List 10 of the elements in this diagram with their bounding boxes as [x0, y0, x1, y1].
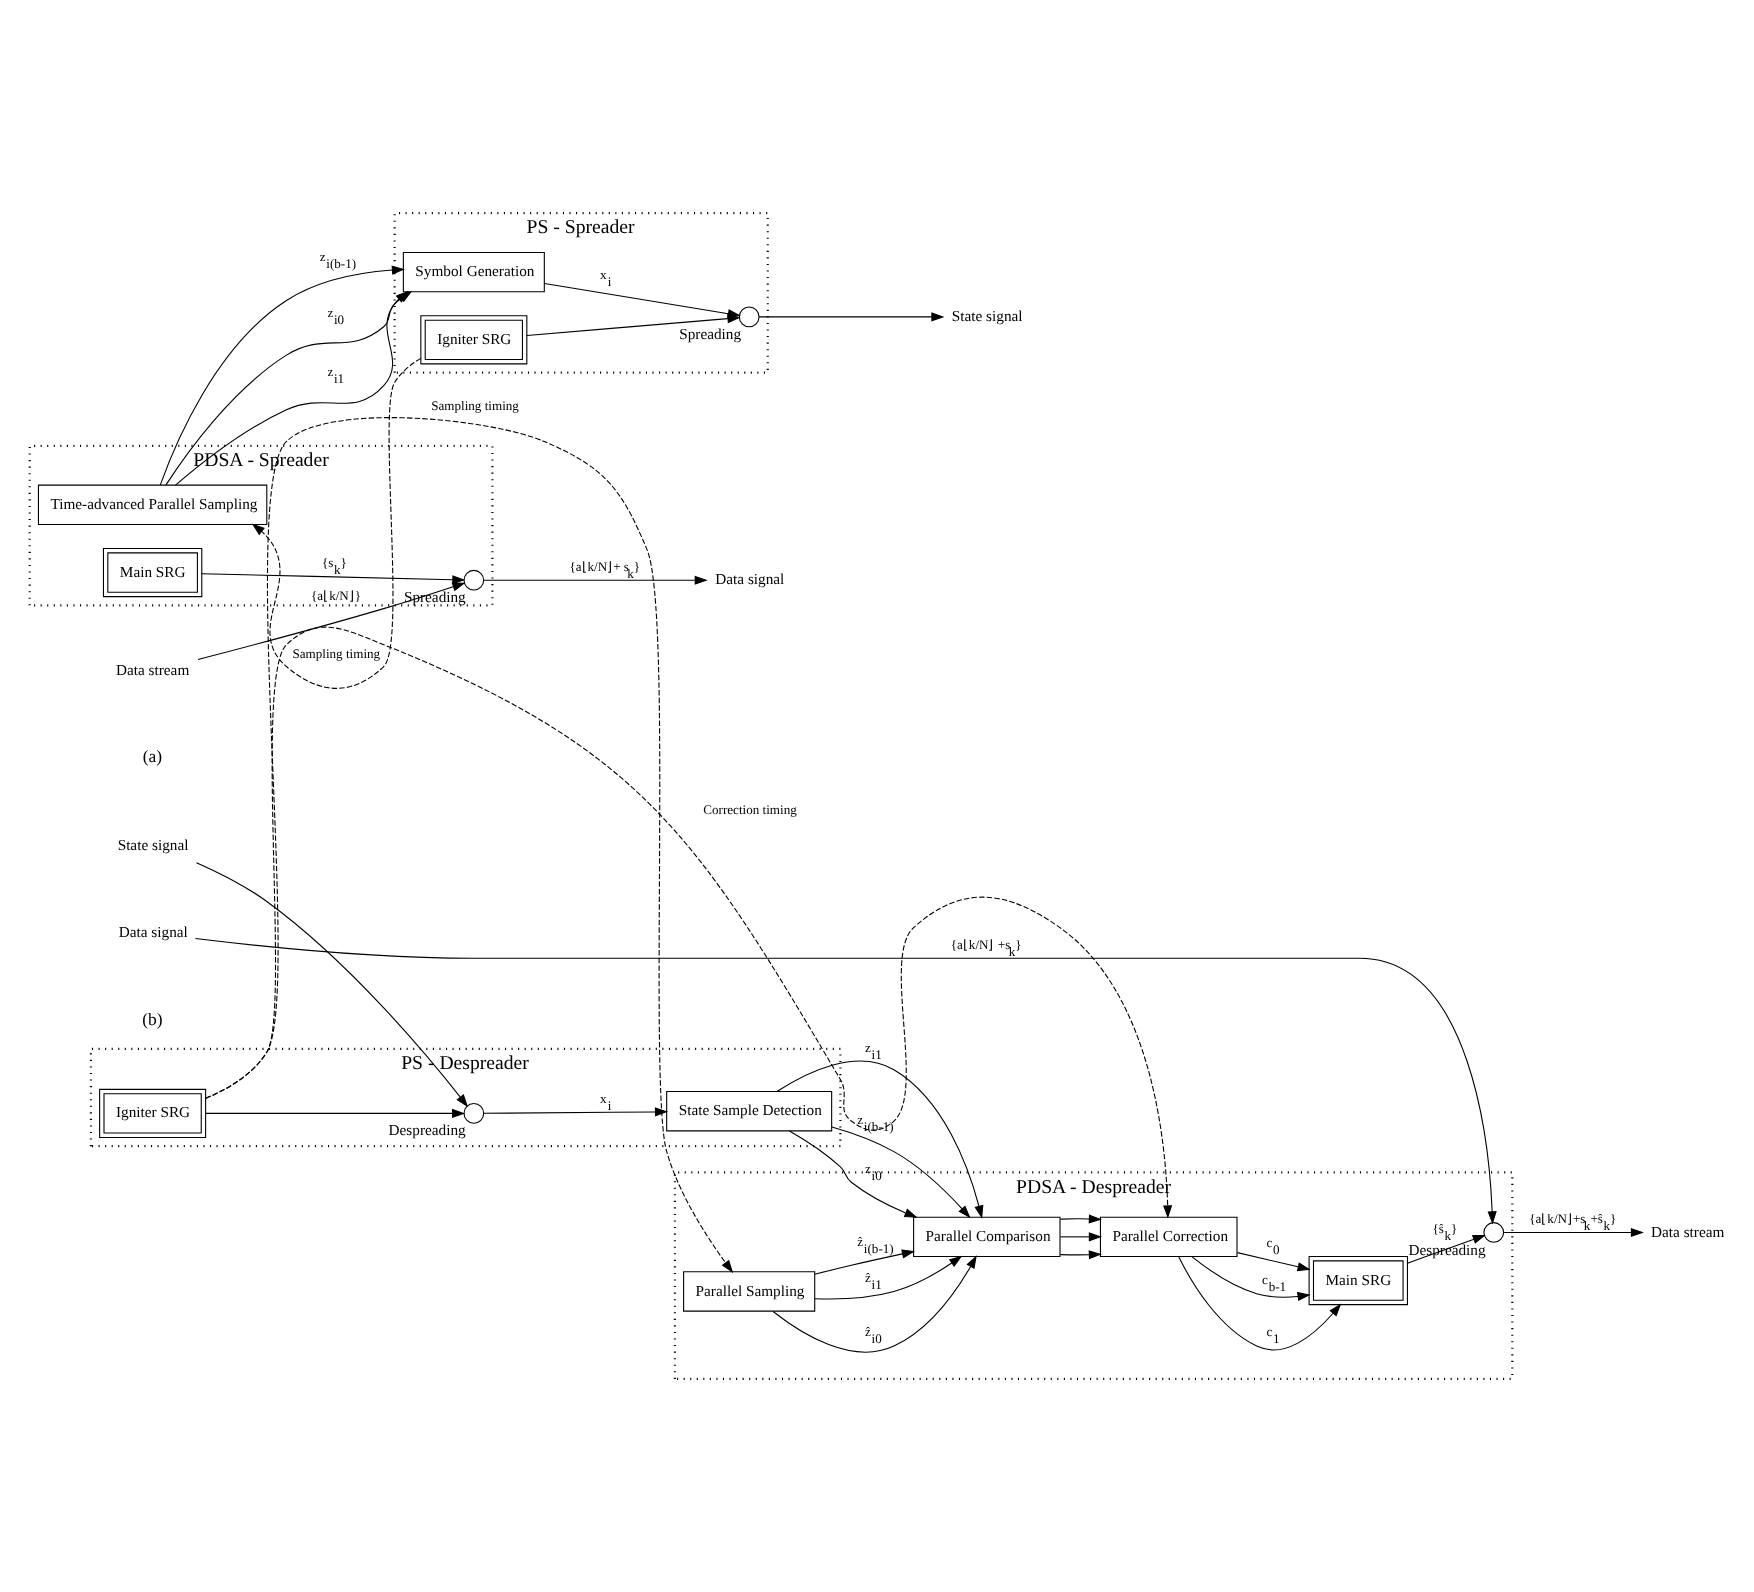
- label: (a): [142, 746, 163, 767]
- node-text: Data stream: [116, 660, 190, 679]
- node-text: Data signal: [118, 923, 188, 942]
- node-text: Data stream: [1651, 1222, 1725, 1241]
- node-label: Spreading: [679, 324, 742, 343]
- node-text: Data signal: [715, 570, 785, 589]
- label: (b): [142, 1008, 163, 1029]
- node-text: State signal: [951, 306, 1023, 325]
- node-label: Despreading: [388, 1121, 466, 1140]
- node-text: State signal: [117, 835, 189, 854]
